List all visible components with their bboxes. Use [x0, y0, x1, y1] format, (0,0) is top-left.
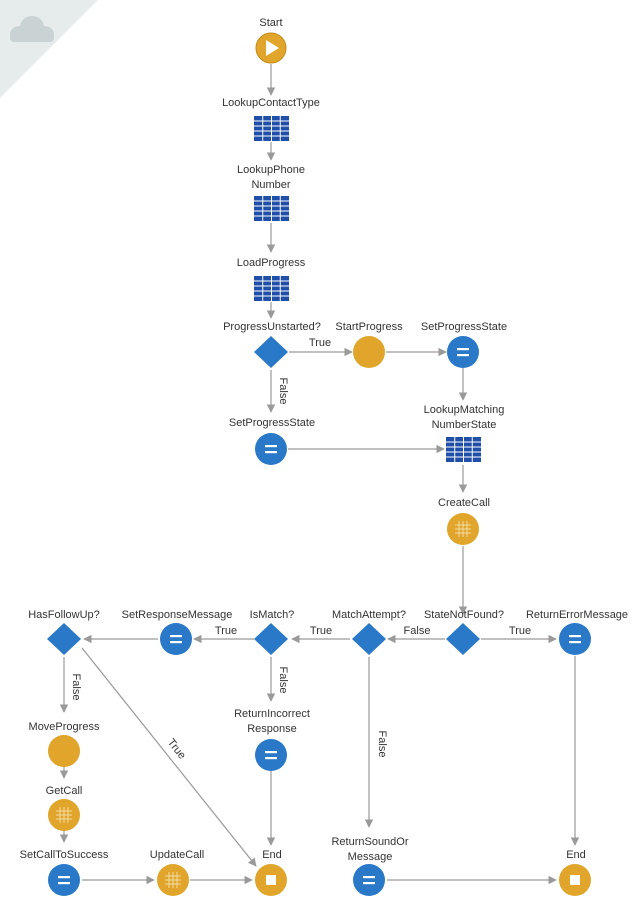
- stop-icon: [255, 864, 287, 896]
- get-call-node[interactable]: GetCall: [46, 785, 83, 831]
- node-label: ReturnIncorrect: [234, 708, 310, 720]
- node-label: SetProgressState: [421, 321, 507, 333]
- decision-icon: [446, 623, 480, 655]
- stop-icon: [559, 864, 591, 896]
- assign-icon: [160, 623, 192, 655]
- has-follow-up-decision[interactable]: HasFollowUp?: [28, 609, 100, 655]
- edge-label-true: True: [509, 625, 531, 637]
- action-icon: [353, 336, 385, 368]
- node-label: Number: [251, 179, 290, 191]
- action-icon: [447, 513, 479, 545]
- node-label: LoadProgress: [237, 257, 306, 269]
- start-progress-node[interactable]: StartProgress: [335, 321, 403, 368]
- node-label: LookupContactType: [222, 97, 320, 109]
- return-sound-or-message-node[interactable]: ReturnSoundOr Message: [331, 836, 409, 896]
- node-label: IsMatch?: [250, 609, 295, 621]
- play-icon: [255, 32, 287, 64]
- node-label: MoveProgress: [29, 721, 100, 733]
- node-label: SetProgressState: [229, 417, 315, 429]
- edge-label-false: False: [277, 667, 289, 694]
- decision-icon: [352, 623, 386, 655]
- table-icon: [254, 276, 289, 301]
- lookup-contact-type-node[interactable]: LookupContactType: [222, 97, 320, 141]
- create-call-node[interactable]: CreateCall: [438, 497, 490, 545]
- state-not-found-decision[interactable]: StateNotFound?: [424, 609, 504, 655]
- node-label: End: [262, 849, 282, 861]
- assign-icon: [48, 864, 80, 896]
- node-label: MatchAttempt?: [332, 609, 406, 621]
- node-label: LookupPhone: [237, 164, 305, 176]
- edge-label-false: False: [404, 625, 431, 637]
- update-call-node[interactable]: UpdateCall: [150, 849, 204, 896]
- assign-icon: [559, 623, 591, 655]
- edge-labels: True False True False True False True Fa…: [70, 337, 531, 762]
- edge-label-true: True: [310, 625, 332, 637]
- edge-label-false: False: [277, 378, 289, 405]
- lookup-matching-number-state-node[interactable]: LookupMatching NumberState: [424, 404, 505, 462]
- node-label: StartProgress: [335, 321, 403, 333]
- node-label: ProgressUnstarted?: [223, 321, 321, 333]
- edge-label-false: False: [70, 674, 82, 701]
- action-icon: [48, 799, 80, 831]
- end-node[interactable]: End: [559, 849, 591, 896]
- node-label: End: [566, 849, 586, 861]
- node-label: StateNotFound?: [424, 609, 504, 621]
- set-progress-state-node[interactable]: SetProgressState: [229, 417, 315, 465]
- lookup-phone-number-node[interactable]: LookupPhone Number: [237, 164, 305, 221]
- assign-icon: [255, 433, 287, 465]
- edge-label-true: True: [165, 737, 188, 762]
- node-label: GetCall: [46, 785, 83, 797]
- table-icon: [254, 196, 289, 221]
- node-label: Response: [247, 723, 297, 735]
- end-node[interactable]: End: [255, 849, 287, 896]
- set-progress-state-node[interactable]: SetProgressState: [421, 321, 507, 368]
- decision-icon: [254, 336, 288, 368]
- edge-label-true: True: [309, 337, 331, 349]
- match-attempt-decision[interactable]: MatchAttempt?: [332, 609, 406, 655]
- set-call-to-success-node[interactable]: SetCallToSuccess: [20, 849, 109, 896]
- load-progress-node[interactable]: LoadProgress: [237, 257, 306, 301]
- cloud-icon: [10, 16, 54, 42]
- return-incorrect-response-node[interactable]: ReturnIncorrect Response: [234, 708, 310, 771]
- action-icon: [48, 735, 80, 767]
- edge-label-false: False: [376, 731, 388, 758]
- decision-icon: [47, 623, 81, 655]
- node-label: Start: [259, 17, 282, 29]
- move-progress-node[interactable]: MoveProgress: [29, 721, 100, 767]
- set-response-message-node[interactable]: SetResponseMessage: [122, 609, 233, 655]
- node-label: HasFollowUp?: [28, 609, 100, 621]
- node-label: NumberState: [432, 419, 497, 431]
- progress-unstarted-decision[interactable]: ProgressUnstarted?: [223, 321, 321, 368]
- assign-icon: [255, 739, 287, 771]
- start-node[interactable]: Start: [255, 17, 287, 64]
- edge-label-true: True: [215, 625, 237, 637]
- assign-icon: [447, 336, 479, 368]
- node-label: SetResponseMessage: [122, 609, 233, 621]
- node-label: SetCallToSuccess: [20, 849, 109, 861]
- table-icon: [254, 116, 289, 141]
- action-icon: [157, 864, 189, 896]
- node-label: ReturnErrorMessage: [526, 609, 628, 621]
- node-label: UpdateCall: [150, 849, 204, 861]
- assign-icon: [353, 864, 385, 896]
- node-label: LookupMatching: [424, 404, 505, 416]
- node-label: CreateCall: [438, 497, 490, 509]
- is-match-decision[interactable]: IsMatch?: [250, 609, 295, 655]
- corner-badge: [0, 0, 98, 98]
- decision-icon: [254, 623, 288, 655]
- table-icon: [446, 437, 481, 462]
- edges: [59, 64, 580, 885]
- node-label: ReturnSoundOr: [331, 836, 408, 848]
- node-label: Message: [348, 851, 393, 863]
- return-error-message-node[interactable]: ReturnErrorMessage: [526, 609, 628, 655]
